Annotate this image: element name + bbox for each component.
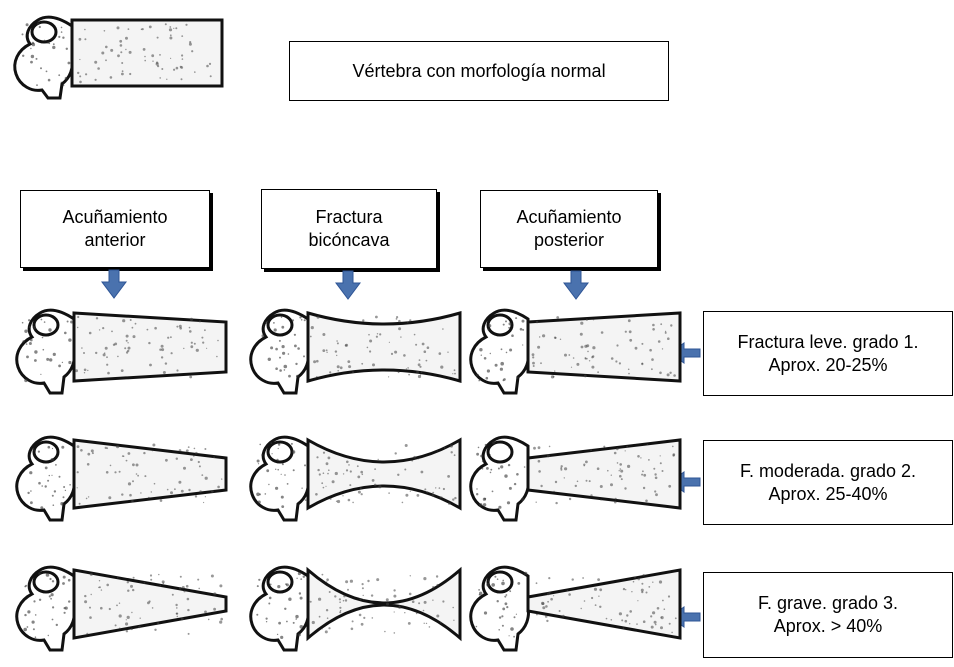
vertebra-normal [15, 17, 222, 98]
vertebra-anterior-grade-3 [17, 567, 226, 650]
vertebra-anterior-grade-2 [17, 437, 226, 520]
vertebra-posterior-grade-3 [471, 567, 680, 650]
vertebra-posterior-grade-2 [471, 437, 680, 520]
vertebra-biconcave-grade-2 [251, 437, 460, 520]
vertebra-biconcave-grade-1 [251, 310, 460, 393]
vertebra-biconcave-grade-3 [251, 567, 460, 650]
vertebra-posterior-grade-1 [471, 310, 680, 393]
vertebra-anterior-grade-1 [17, 310, 226, 393]
